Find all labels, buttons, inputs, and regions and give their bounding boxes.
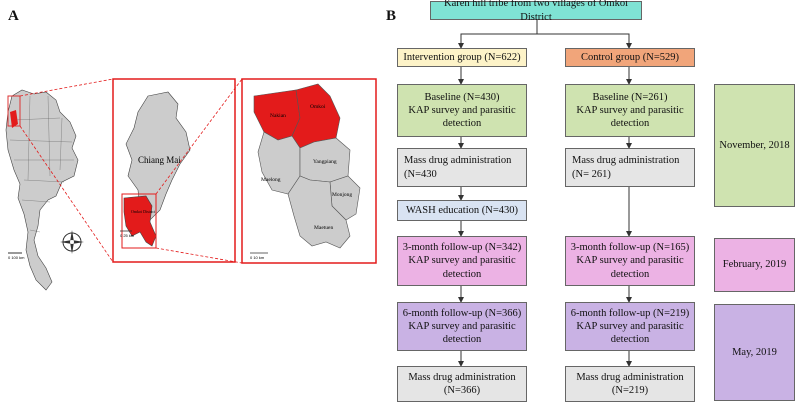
- label-maelong: Maelong: [261, 177, 281, 183]
- compass-icon: [60, 230, 84, 254]
- panel-label-a: A: [8, 8, 19, 24]
- control-baseline-box: Baseline (N=261) KAP survey and parasiti…: [565, 84, 695, 137]
- control-header-box: Control group (N=529): [565, 48, 695, 67]
- intervention-final-mda-box: Mass drug administration (N=366): [397, 366, 527, 402]
- scale-a: 0 100 km: [8, 255, 25, 260]
- wash-education-box: WASH education (N=430): [397, 200, 527, 221]
- omkoi-district-map: [123, 195, 157, 247]
- date-february-2019: February, 2019: [714, 238, 795, 292]
- control-fu6-box: 6-month follow-up (N=219) KAP survey and…: [565, 302, 695, 351]
- date-november-2018: November, 2018: [714, 84, 795, 207]
- thailand-map: [5, 89, 79, 291]
- chiang-mai-label: Chiang Mai: [138, 155, 181, 165]
- label-monjong: Monjong: [332, 192, 352, 198]
- label-nakian: Nakian: [270, 113, 286, 119]
- label-omkoi: Omkoi: [310, 104, 326, 110]
- study-population-box: Karen hill tribe from two villages of Om…: [430, 0, 642, 23]
- label-yangpiang: Yangpiang: [313, 159, 337, 165]
- control-final-mda-box: Mass drug administration (N=219): [565, 366, 695, 402]
- subdistrict-maetuen: [287, 175, 351, 249]
- scale-c: 0 10 km: [250, 255, 265, 260]
- panel-label-b: B: [386, 8, 397, 24]
- chiang-mai-map: [125, 91, 191, 221]
- map-figure: 0 100 km Chiang Mai Omkoi District 0 25 …: [5, 78, 377, 291]
- intervention-fu6-box: 6-month follow-up (N=366) KAP survey and…: [397, 302, 527, 351]
- control-fu3-box: 3-month follow-up (N=165) KAP survey and…: [565, 236, 695, 286]
- thailand-omkoi-marker: [10, 110, 18, 128]
- date-may-2019: May, 2019: [714, 304, 795, 401]
- intervention-baseline-box: Baseline (N=430) KAP survey and parasiti…: [397, 84, 527, 137]
- omkoi-district-label: Omkoi District: [131, 209, 156, 214]
- intervention-header-box: Intervention group (N=622): [397, 48, 527, 67]
- intervention-mda-box: Mass drug administration (N=430: [397, 148, 527, 187]
- scale-b: 0 25 km: [120, 233, 135, 238]
- control-mda-box: Mass drug administration (N= 261): [565, 148, 695, 187]
- label-maetuen: Maetuen: [314, 225, 333, 231]
- intervention-fu3-box: 3-month follow-up (N=342) KAP survey and…: [397, 236, 527, 286]
